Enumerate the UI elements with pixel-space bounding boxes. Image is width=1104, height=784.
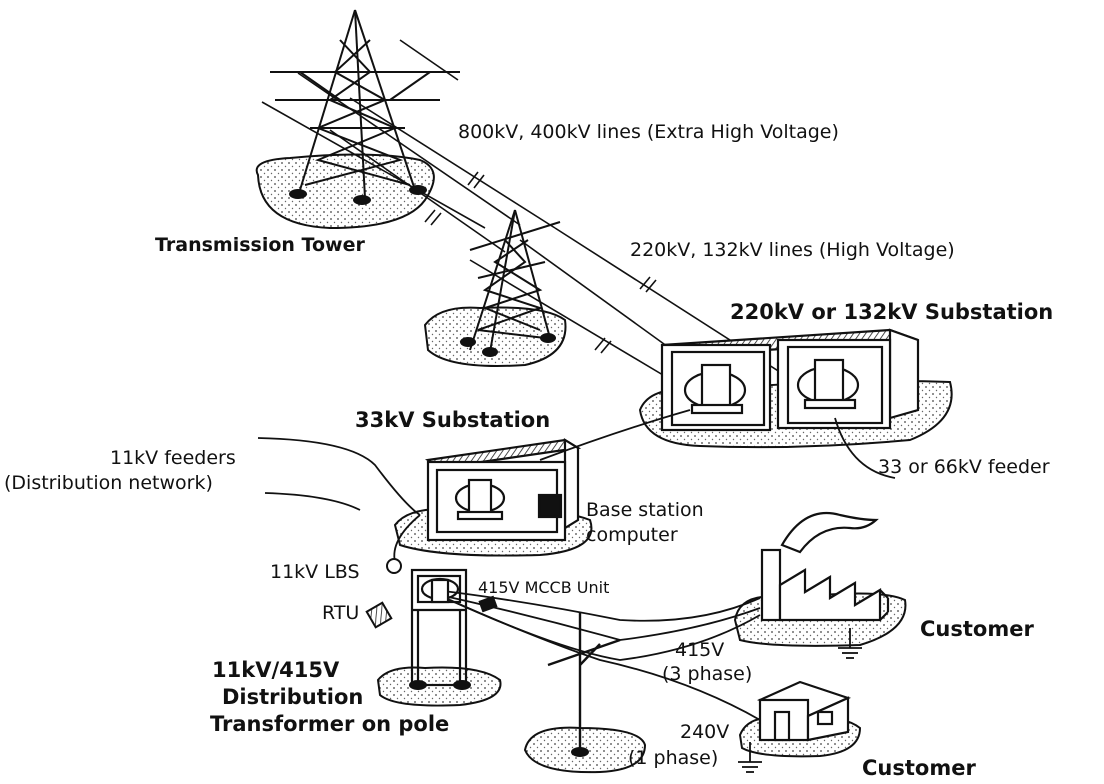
factory-earth	[838, 628, 862, 659]
substation-220-building	[660, 328, 920, 432]
feeder-33-66-label: 33 or 66kV feeder	[878, 456, 1050, 478]
customer-house-label: Customer	[862, 756, 976, 780]
transmission-tower-label: Transmission Tower	[155, 234, 365, 256]
feeders-label-line1: 11kV feeders	[110, 447, 236, 469]
substation-220-label: 220kV or 132kV Substation	[730, 300, 1054, 324]
three-phase-label: (3 phase)	[662, 663, 753, 685]
pole-tx-ground	[376, 666, 502, 707]
dist-transformer-label-line3: Transformer on pole	[210, 712, 450, 736]
customer-factory-label: Customer	[920, 617, 1034, 641]
rtu-box	[365, 601, 393, 629]
substation-33-label: 33kV Substation	[355, 408, 551, 432]
dist-transformer-label-line2: Distribution	[222, 685, 364, 709]
base-station-label-line1: Base station	[586, 499, 704, 521]
substation-33-building	[425, 438, 582, 542]
pole-foot	[571, 747, 589, 757]
rtu-label: RTU	[322, 602, 360, 624]
tower1-feet	[289, 185, 427, 205]
factory-smoke	[780, 511, 879, 554]
tower1-ground	[255, 153, 435, 230]
transmission-tower-2	[469, 209, 561, 353]
distribution-pole	[547, 612, 621, 752]
pole-transformer-feet	[409, 680, 471, 690]
base-station-computer-box	[537, 493, 563, 519]
v240-label: 240V	[680, 721, 730, 743]
transmission-tower-1	[270, 9, 460, 199]
one-phase-label: (1 phase)	[628, 747, 719, 769]
house	[756, 680, 852, 742]
base-station-label-line2: computer	[586, 524, 678, 546]
dist-transformer-label-line1: 11kV/415V	[212, 658, 340, 682]
tower2-ground	[423, 306, 567, 367]
factory	[760, 511, 890, 622]
mccb-unit	[478, 595, 498, 613]
hv-lines-label: 220kV, 132kV lines (High Voltage)	[630, 239, 955, 261]
pole-transformer	[410, 568, 468, 687]
lbs-label: 11kV LBS	[270, 561, 360, 583]
v415-label: 415V	[675, 639, 725, 661]
ehv-lines-label: 800kV, 400kV lines (Extra High Voltage)	[458, 121, 839, 143]
house-earth	[738, 742, 762, 773]
tower2-feet	[460, 333, 556, 357]
mccb-label: 415V MCCB Unit	[478, 578, 610, 597]
lbs-switch	[386, 558, 402, 574]
feeders-label-line2: (Distribution network)	[4, 472, 213, 494]
